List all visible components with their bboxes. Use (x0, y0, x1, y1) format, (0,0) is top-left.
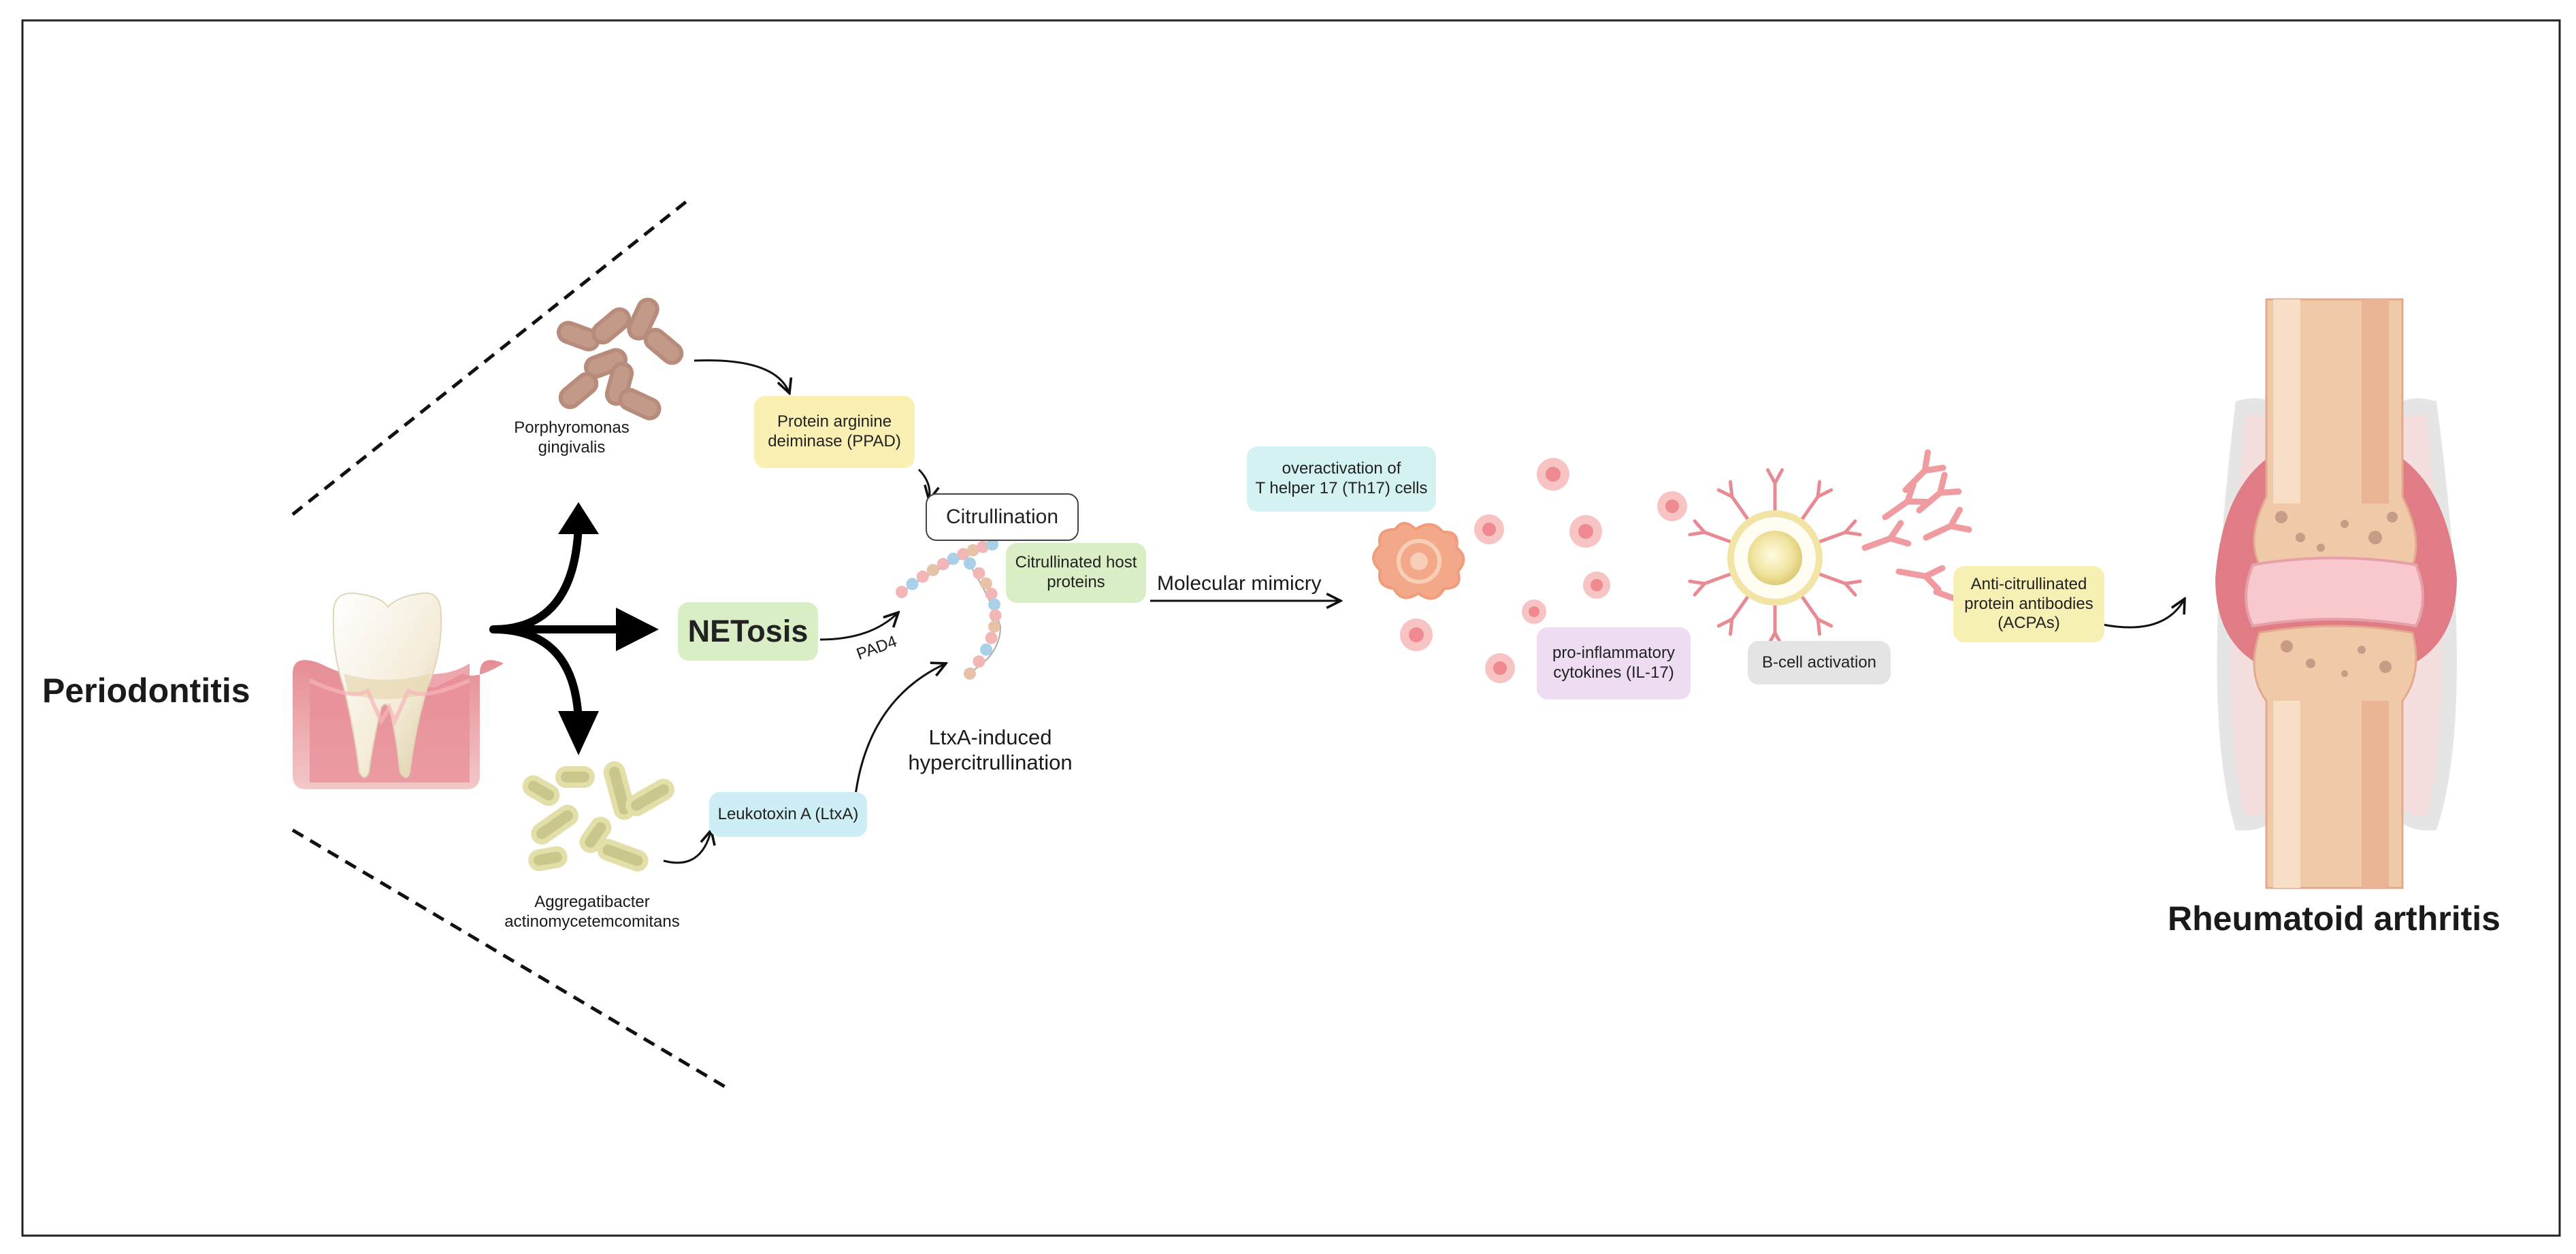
protein-bead (985, 587, 998, 600)
aggregatibacter-bacteria (522, 761, 674, 872)
protein-bead (964, 557, 976, 570)
rheumatoid-arthritis-label: Rheumatoid arthritis (2168, 900, 2500, 938)
protein-bead (926, 563, 939, 576)
joint-illustration (2215, 298, 2457, 889)
antibody (1861, 520, 1912, 551)
citrullinated-proteins-box: Citrullinated host proteins (1006, 543, 1146, 603)
protein-bead (980, 643, 992, 656)
branch-arrows (489, 520, 627, 725)
netosis-box: NETosis (678, 602, 818, 661)
antibody (1916, 472, 1962, 514)
protein-bead (976, 540, 989, 553)
protein-bead (896, 586, 908, 598)
protein-bead (988, 598, 1000, 611)
ltxa-box: Leukotoxin A (LtxA) (709, 792, 867, 837)
arrow-head-up (558, 502, 599, 534)
protein-bead (973, 655, 985, 668)
antibody (1895, 565, 1946, 593)
protein-bead (957, 548, 970, 561)
protein-bead (964, 667, 976, 680)
ltxa-hypercitrullination-label: LtxA-induced hypercitrullination (908, 725, 1073, 775)
ppad-box: Protein arginine deiminase (PPAD) (754, 396, 915, 468)
porphyromonas-label: Porphyromonas gingivalis (514, 418, 630, 457)
acpa-box: Anti-citrullinated protein antibodies (A… (1953, 566, 2104, 642)
citrullination-box: Citrullination (926, 493, 1079, 541)
th17-box: overactivation of T helper 17 (Th17) cel… (1247, 446, 1436, 512)
protein-bead (988, 620, 1000, 633)
antibody (1902, 449, 1946, 493)
antibody (1923, 506, 1972, 541)
porphyromonas-bacteria (556, 297, 684, 420)
cytokines-box: pro-inflammatory cytokines (IL-17) (1537, 627, 1691, 699)
connector-arrows (663, 359, 2185, 864)
protein-bead (966, 544, 979, 557)
figure-frame (21, 19, 2561, 1237)
protein-bead (936, 558, 949, 571)
protein-bead (985, 631, 998, 644)
antibody (1882, 480, 1929, 521)
tooth-illustration (293, 592, 504, 789)
dashed-wedge-upper (291, 199, 689, 516)
protein-bead (947, 552, 960, 565)
protein-bead (989, 609, 1002, 622)
protein-bead (986, 538, 998, 550)
molecular-mimicry-label: Molecular mimicry (1157, 572, 1322, 595)
periodontitis-label: Periodontitis (42, 672, 250, 710)
cytokine-dots (1400, 458, 1687, 683)
b-cell (1688, 468, 1862, 648)
dashed-wedge-lower (291, 828, 730, 1091)
arrow-head-right (616, 608, 659, 651)
aggregatibacter-label: Aggregatibacter actinomycetemcomitans (504, 893, 680, 931)
th17-cell (1372, 522, 1465, 600)
protein-bead (916, 570, 929, 583)
protein-bead (980, 577, 992, 590)
protein-beads (896, 538, 1002, 680)
protein-bead (973, 567, 985, 580)
bcell-activation-box: B-cell activation (1748, 641, 1891, 684)
protein-bead (906, 578, 919, 591)
arrow-head-down (558, 711, 599, 755)
